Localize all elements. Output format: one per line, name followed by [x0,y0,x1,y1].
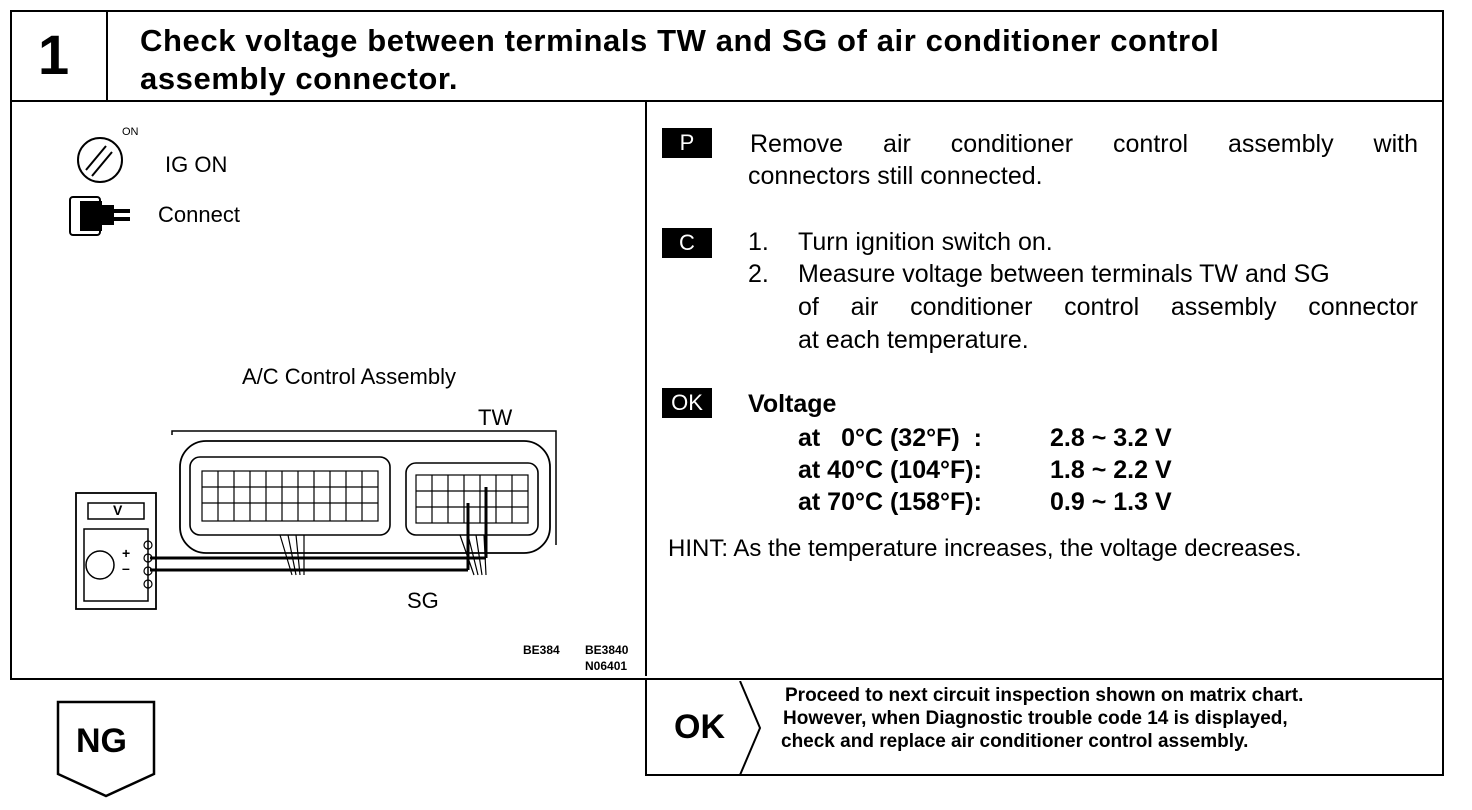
figure-code-1: BE384 [523,643,560,657]
voltmeter-plus: + [122,545,131,561]
connect-label: Connect [158,202,240,227]
ok-instruction-line3: check and replace air conditioner contro… [781,731,1249,752]
preparation-tag: P [662,128,712,158]
prep-line1-text: Remove air conditioner control assembly … [750,130,1418,158]
ig-on-label: IG ON [165,152,228,177]
ng-label: NG [76,722,127,760]
figure-code-3: N06401 [585,659,628,673]
voltmeter-label: V [113,502,123,518]
voltage-heading: Voltage [748,390,837,418]
header-frame [10,10,1444,102]
check-item2-line2-text: of air conditioner control assembly conn… [798,293,1418,321]
main-frame [10,100,1444,680]
voltage-row-value: 2.8 ~ 3.2 V [1050,424,1172,452]
sg-terminal-label: SG [407,588,439,613]
tw-terminal-label: TW [478,405,513,430]
step-title-line2: assembly connector. [140,61,459,96]
voltmeter-minus: – [122,560,130,576]
step-number-divider [106,10,108,102]
step-title-line1: Check voltage between terminals TW and S… [140,23,1220,58]
check-num1: 1. [748,228,769,256]
connector-icon [69,196,130,236]
prep-line1: Remove air conditioner control assembly … [750,128,1418,161]
ok-spec-tag: OK [662,388,712,418]
check-item2-line2: of air conditioner control assembly conn… [798,291,1418,324]
voltage-row-temp: at 40°C (104°F): [798,456,982,484]
check-item1: Turn ignition switch on. [798,228,1053,256]
ok-instruction-line2: However, when Diagnostic trouble code 14… [783,708,1288,729]
figure-code-2: BE3840 [585,643,629,657]
ok-instruction-line1: Proceed to next circuit inspection shown… [785,685,1304,706]
voltage-row-value: 1.8 ~ 2.2 V [1050,456,1172,484]
ok-arrow-divider [739,681,762,775]
check-tag: C [662,228,712,258]
check-item2-line1: Measure voltage between terminals TW and… [798,260,1330,288]
wiring-diagram [75,430,557,610]
hint-text: HINT: As the temperature increases, the … [668,535,1302,562]
assembly-label: A/C Control Assembly [242,364,456,389]
prep-line2: connectors still connected. [748,162,1043,190]
ignition-switch-icon [77,137,123,183]
panel-divider [645,102,647,676]
check-num2: 2. [748,260,769,288]
voltage-row-temp: at 0°C (32°F) : [798,424,982,452]
step-number: 1 [38,23,70,86]
ok-label: OK [674,708,725,746]
voltage-row-value: 0.9 ~ 1.3 V [1050,488,1172,516]
voltage-row-temp: at 70°C (158°F): [798,488,982,516]
switch-on-label: ON [122,126,139,138]
check-item2-line3: at each temperature. [798,326,1029,354]
ok-result-box [645,680,1444,776]
ng-arrow-box [56,700,156,798]
